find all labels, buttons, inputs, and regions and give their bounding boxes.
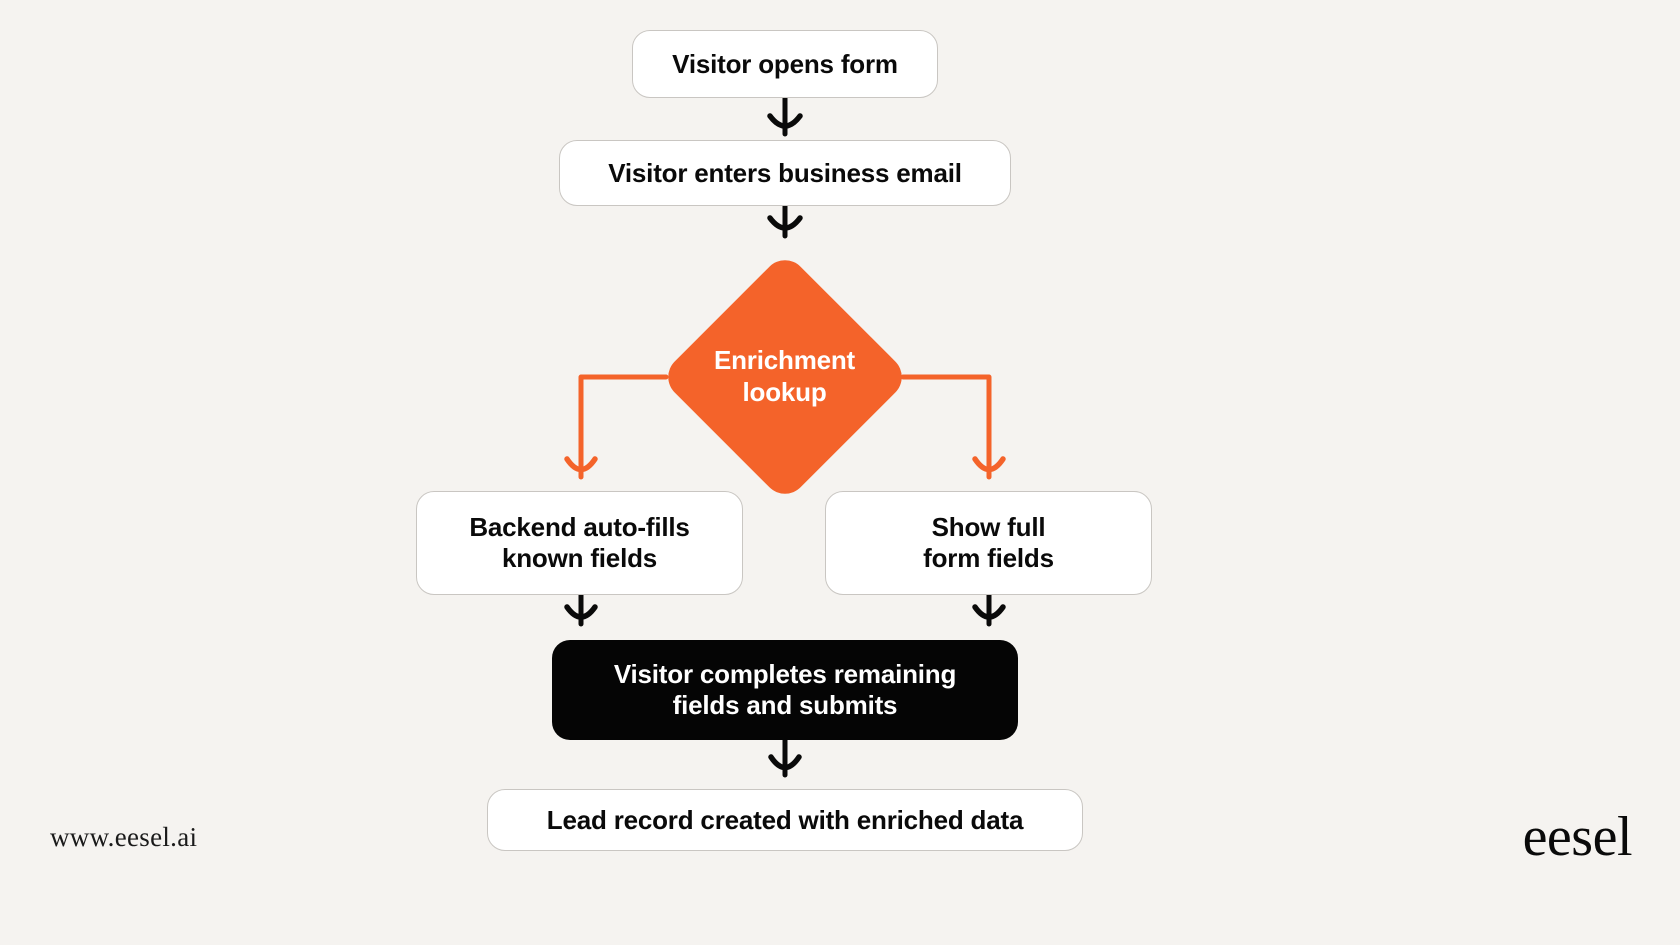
node-label: Lead record created with enriched data [546, 804, 1024, 835]
node-label: Enrichment lookup [713, 345, 856, 407]
node-label: Visitor opens form [672, 48, 898, 79]
node-label: Visitor completes remaining fields and s… [613, 659, 957, 720]
node-label: Show full form fields [923, 512, 1054, 573]
node-visitor-completes-remaining-fields[interactable]: Visitor completes remaining fields and s… [552, 640, 1018, 740]
edge-decision-to-autofill [564, 374, 669, 480]
node-backend-auto-fills-known-fields[interactable]: Backend auto-fills known fields [416, 491, 743, 595]
footer-website-url: www.eesel.ai [50, 822, 198, 852]
node-visitor-opens-form[interactable]: Visitor opens form [632, 30, 938, 98]
node-enrichment-lookup-decision[interactable]: Enrichment lookup [657, 251, 912, 503]
edge-complete-to-lead [768, 740, 802, 778]
eesel-logo: eesel [1522, 806, 1633, 868]
node-lead-record-created[interactable]: Lead record created with enriched data [487, 789, 1083, 851]
edge-decision-to-showfull [900, 374, 1006, 480]
node-show-full-form-fields[interactable]: Show full form fields [825, 491, 1152, 595]
node-label: Visitor enters business email [608, 157, 962, 188]
node-visitor-enters-business-email[interactable]: Visitor enters business email [559, 140, 1011, 206]
edge-showfull-to-complete [972, 595, 1006, 627]
edge-autofill-to-complete [564, 595, 598, 627]
edge-email-to-decision [767, 206, 803, 239]
edge-open-to-email [767, 98, 803, 137]
node-label: Backend auto-fills known fields [469, 512, 690, 573]
